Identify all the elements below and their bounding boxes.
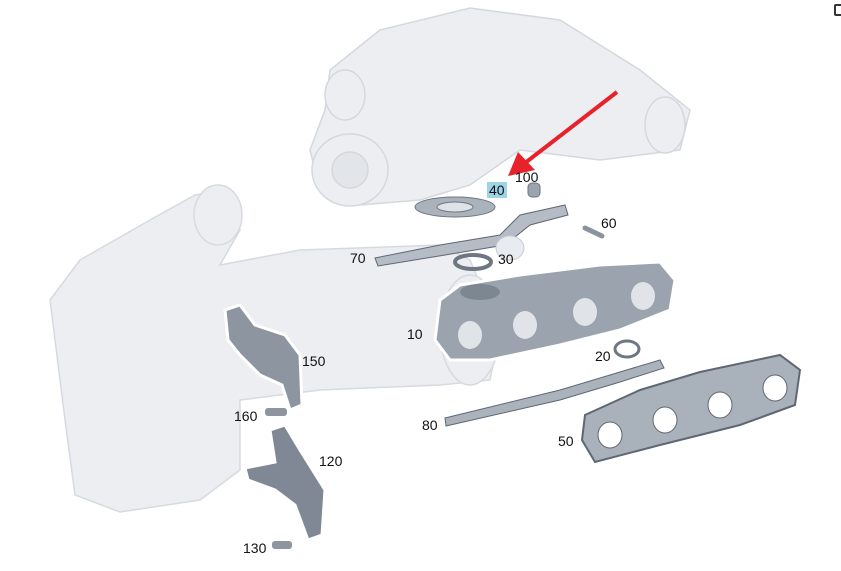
part-label-130[interactable]: 130 xyxy=(243,540,267,556)
part-label-40[interactable]: 40 xyxy=(487,182,507,198)
part-label-30[interactable]: 30 xyxy=(498,251,514,267)
highlight-arrow xyxy=(508,90,619,176)
part-label-60[interactable]: 60 xyxy=(601,215,617,231)
part-100-sleeve xyxy=(527,182,541,198)
part-80-gasket xyxy=(444,359,665,427)
part-130-bolt xyxy=(272,541,292,549)
part-label-100[interactable]: 100 xyxy=(515,169,539,185)
part-label-20[interactable]: 20 xyxy=(595,348,611,364)
part-label-50[interactable]: 50 xyxy=(558,433,574,449)
part-label-70[interactable]: 70 xyxy=(350,250,366,266)
part-10-exhaust-manifold xyxy=(433,260,677,362)
part-30-ring xyxy=(453,253,493,271)
part-label-10[interactable]: 10 xyxy=(407,326,423,342)
part-70-gasket xyxy=(374,204,569,267)
part-label-120[interactable]: 120 xyxy=(319,453,343,469)
part-20-ring xyxy=(613,339,641,359)
part-120-bracket xyxy=(243,423,327,542)
part-40-gasket xyxy=(414,196,496,218)
part-150-bracket xyxy=(223,303,304,413)
turbocharger-assembly xyxy=(309,7,691,207)
part-60-stud xyxy=(582,225,605,239)
part-label-150[interactable]: 150 xyxy=(302,353,326,369)
part-label-80[interactable]: 80 xyxy=(422,417,438,433)
expand-icon[interactable] xyxy=(834,4,841,16)
part-50-manifold-gasket xyxy=(580,353,802,464)
part-label-160[interactable]: 160 xyxy=(234,408,258,424)
part-160-bolt xyxy=(265,408,287,416)
